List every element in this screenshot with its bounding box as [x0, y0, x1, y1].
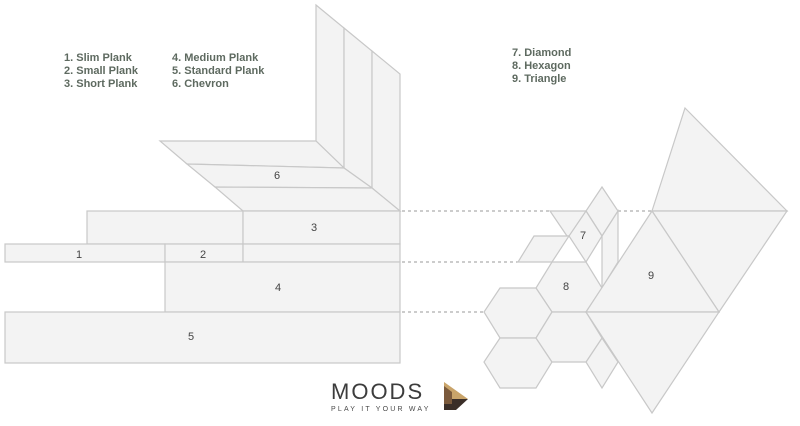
legend-short-plank: 3. Short Plank	[64, 78, 138, 90]
plank-group	[4, 210, 401, 364]
diamond-group	[516, 185, 619, 390]
label-triangle: 9	[648, 270, 654, 282]
chevron-vertical-1	[315, 3, 345, 170]
logo-mark-icon	[444, 382, 468, 410]
legend-standard-plank: 5. Standard Plank	[172, 65, 265, 77]
label-chevron: 6	[274, 170, 280, 182]
legend-hexagon: 8. Hexagon	[512, 60, 571, 72]
legend-small-plank: 2. Small Plank	[64, 65, 139, 77]
chevron-vertical-3	[371, 49, 401, 213]
short-plank-left	[86, 210, 244, 245]
logo-brand-text: MOODS	[331, 379, 424, 404]
logo-tagline: PLAY IT YOUR WAY	[331, 406, 431, 413]
triangle-group	[584, 106, 789, 415]
legend-slim-plank: 1. Slim Plank	[64, 52, 133, 64]
legend-triangle: 9. Triangle	[512, 73, 566, 85]
moods-logo: MOODS PLAY IT YOUR WAY	[331, 379, 468, 413]
hexagon-group	[483, 261, 603, 389]
slim-plank-right	[242, 243, 401, 263]
chevron-group	[158, 3, 402, 213]
tile-numbers: 1 2 3 4 5 6 7 8 9	[76, 170, 654, 343]
slim-plank	[4, 243, 166, 263]
label-hexagon: 8	[563, 281, 569, 293]
legend-diamond: 7. Diamond	[512, 47, 571, 59]
label-small-plank: 2	[200, 249, 206, 261]
triangle-lower-left	[584, 311, 721, 415]
legend: 1. Slim Plank 2. Small Plank 3. Short Pl…	[64, 47, 571, 90]
legend-medium-plank: 4. Medium Plank	[172, 52, 259, 64]
chevron-horizontal-3	[213, 186, 402, 212]
label-medium-plank: 4	[275, 282, 281, 294]
label-short-plank: 3	[311, 222, 317, 234]
triangle-top	[651, 106, 789, 212]
label-slim-plank: 1	[76, 249, 82, 261]
guide-lines	[402, 210, 652, 313]
chevron-vertical-2	[343, 26, 373, 190]
logo-mark-brown	[444, 386, 452, 404]
diamond-low-left	[516, 235, 571, 263]
label-diamond: 7	[580, 230, 586, 242]
medium-plank	[164, 261, 401, 313]
standard-plank	[4, 311, 401, 364]
label-standard-plank: 5	[188, 331, 194, 343]
legend-chevron: 6. Chevron	[172, 78, 229, 90]
short-plank	[242, 210, 401, 245]
